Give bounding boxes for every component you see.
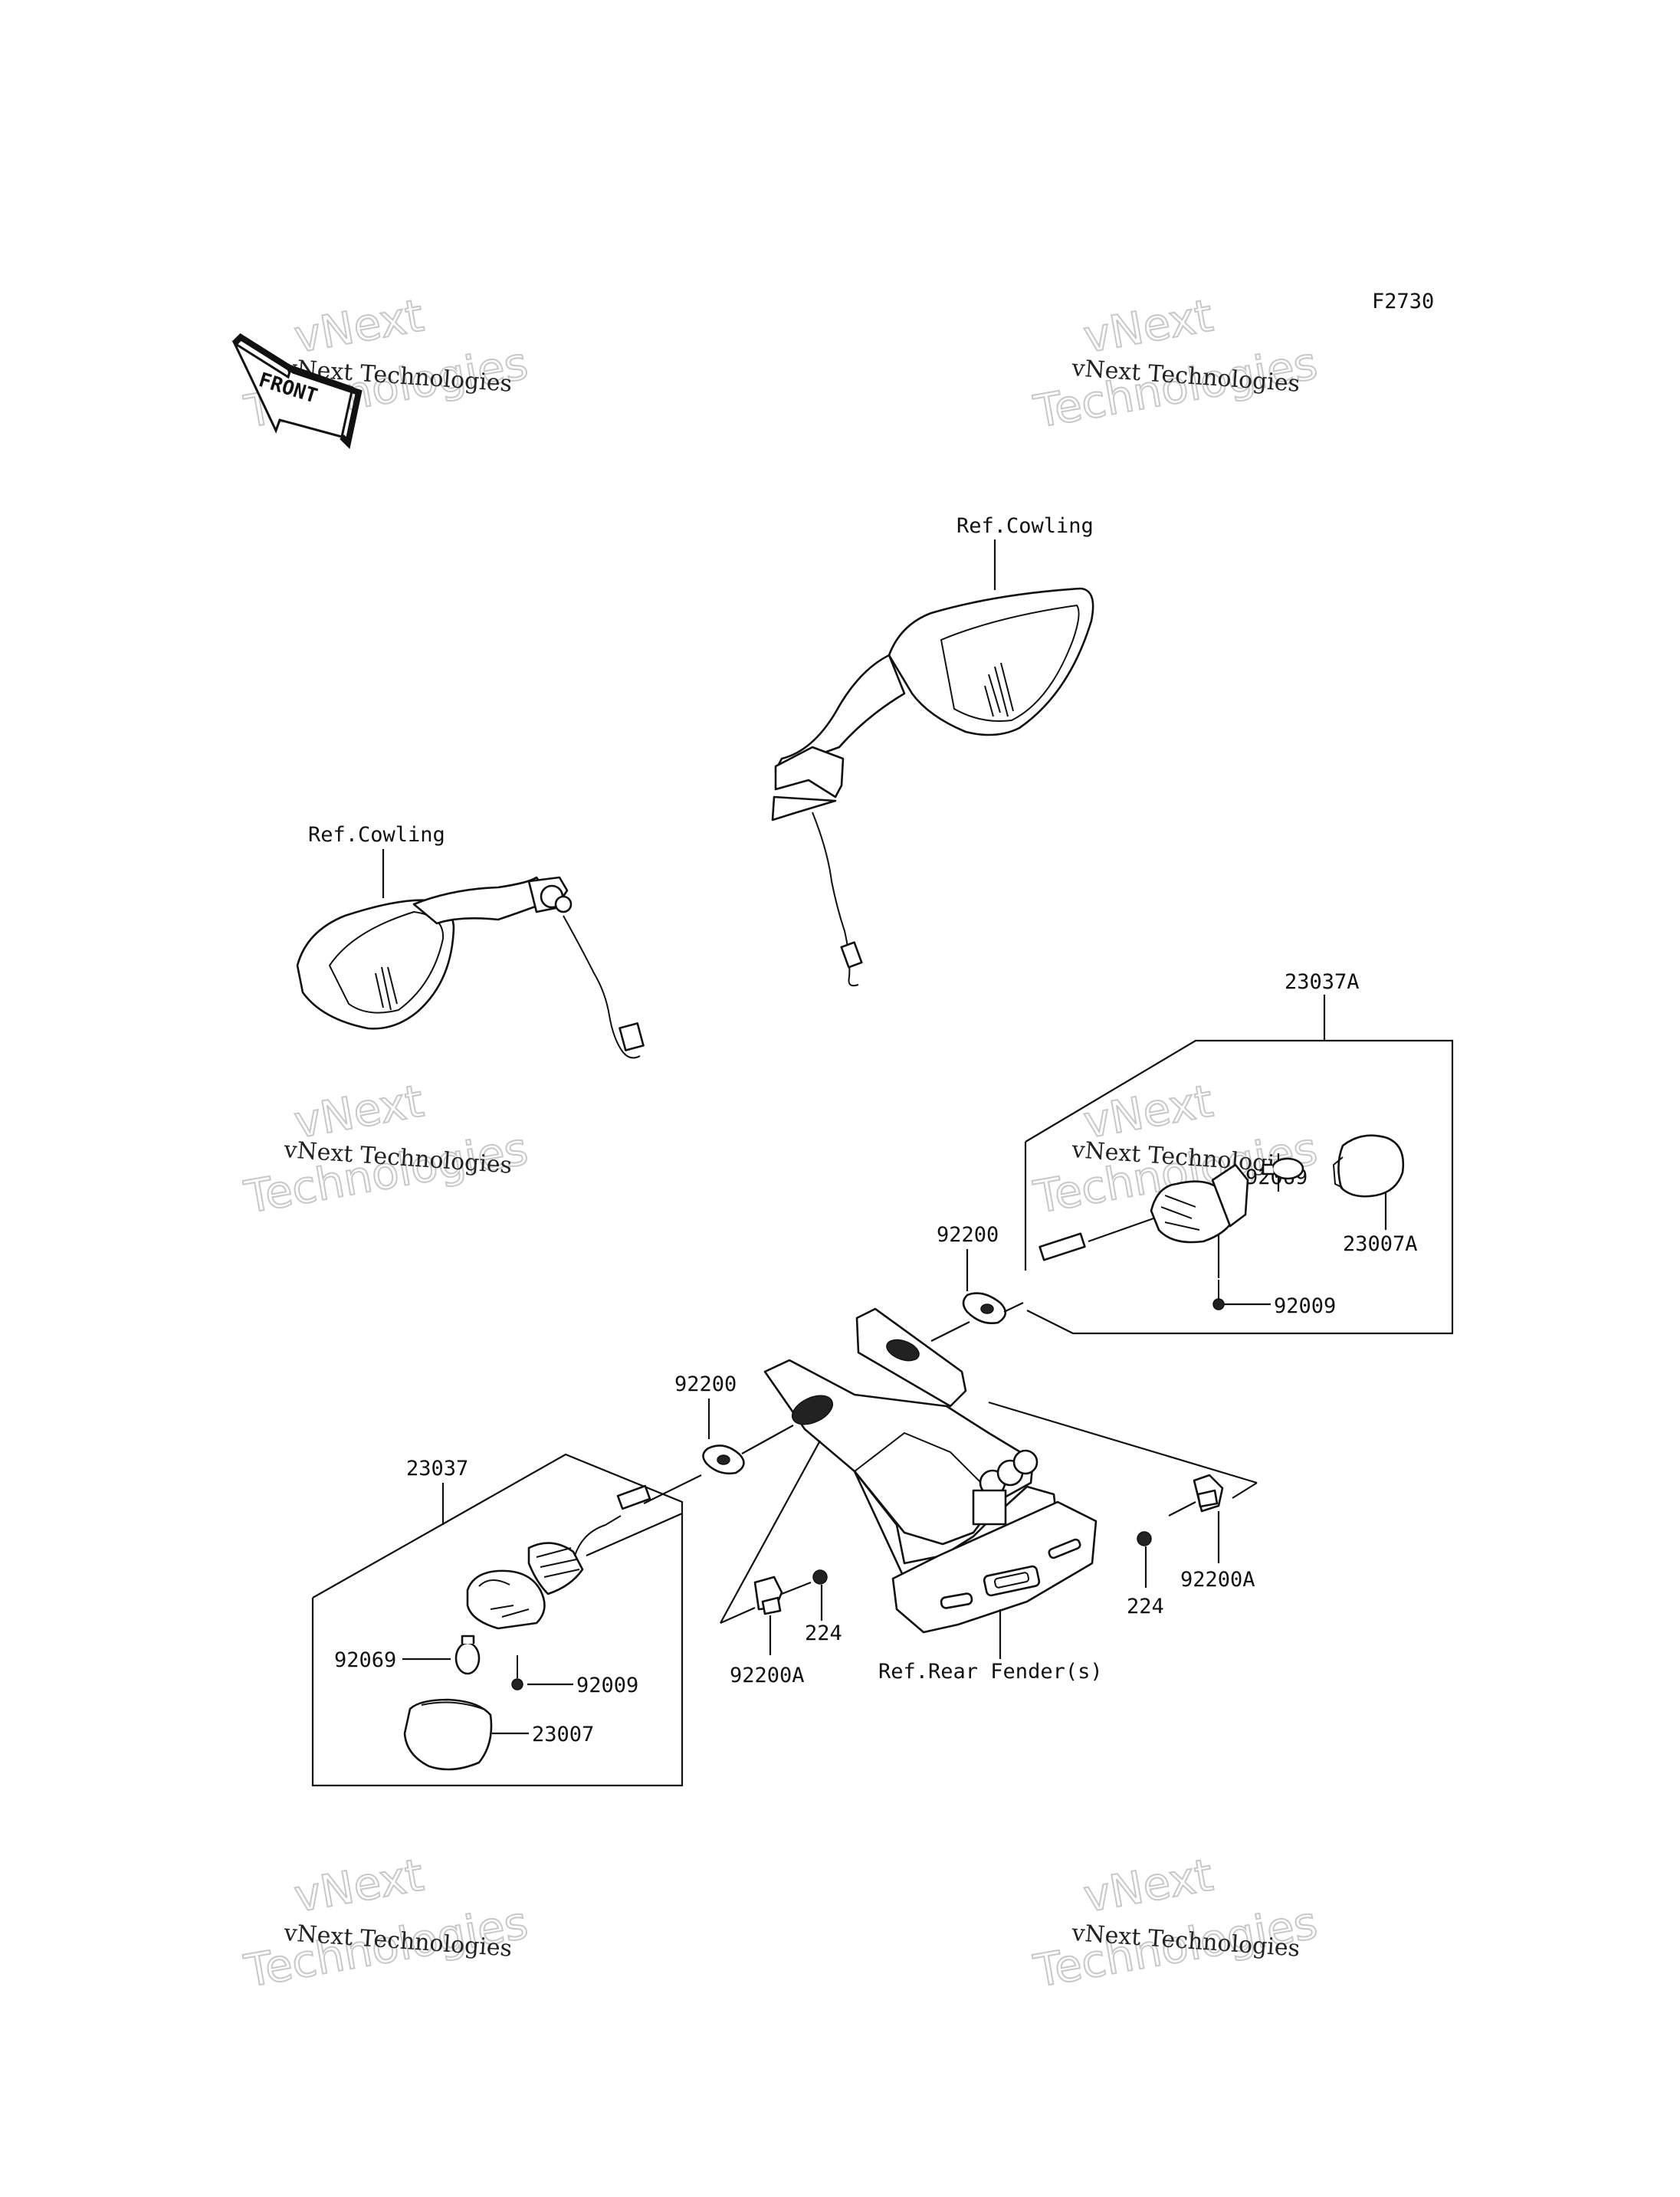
- rear-fender-bracket: [720, 1307, 1258, 1634]
- right-mirror: Ref.Cowling: [771, 514, 1094, 987]
- watermark-line1: vNext: [290, 1074, 428, 1148]
- label-23037A: 23037A: [1285, 970, 1360, 994]
- watermark-bottom-right: vNext Technologies: [1029, 1848, 1322, 1998]
- label-92200-right: 92200: [937, 1223, 999, 1247]
- watermark-mid-left: vNext Technologies: [240, 1074, 533, 1224]
- watermark-top-right: vNext Technologies: [1029, 288, 1322, 438]
- diagram-code: F2730: [1372, 290, 1434, 313]
- watermark-line1: vNext: [290, 289, 428, 362]
- grommet-92200-left: 92200: [643, 1372, 794, 1504]
- watermark-line1: vNext: [290, 1848, 428, 1922]
- label-224-right: 224: [1127, 1595, 1164, 1618]
- label-23007A: 23007A: [1343, 1232, 1418, 1256]
- label-92200A-left: 92200A: [730, 1664, 805, 1687]
- watermark-line1: vNext: [1080, 1074, 1217, 1148]
- watermark-line1: vNext: [1080, 289, 1217, 362]
- label-23037: 23037: [406, 1457, 468, 1481]
- watermark-line1: vNext: [1080, 1848, 1217, 1922]
- watermark-bottom-left: vNext Technologies: [240, 1848, 533, 1998]
- label-92200A-right: 92200A: [1180, 1568, 1255, 1592]
- front-arrow-icon: FRONT: [231, 333, 363, 450]
- label-92069-left: 92069: [334, 1648, 396, 1672]
- label-ref-cowling-left: Ref.Cowling: [308, 823, 445, 847]
- label-ref-cowling-right: Ref.Cowling: [956, 514, 1094, 538]
- grommet-92200-right: 92200: [930, 1223, 1024, 1342]
- clip-92200A-right: 224 92200A: [1127, 1474, 1255, 1618]
- clip-92200A-left: 224 92200A: [730, 1569, 842, 1687]
- left-mirror: Ref.Cowling: [296, 823, 645, 1059]
- left-turn-signal-assembly: 23037 92069 92009 23007: [311, 1453, 684, 1787]
- label-ref-rear-fender: Ref.Rear Fender(s): [878, 1660, 1103, 1684]
- label-92009-left: 92009: [576, 1674, 638, 1697]
- right-turn-signal-assembly: 23037A 92069 23007A 92009: [1024, 970, 1454, 1335]
- label-92200-left: 92200: [674, 1372, 737, 1396]
- label-92009-right: 92009: [1274, 1294, 1336, 1318]
- label-224-left: 224: [805, 1622, 842, 1645]
- label-23007: 23007: [532, 1723, 594, 1746]
